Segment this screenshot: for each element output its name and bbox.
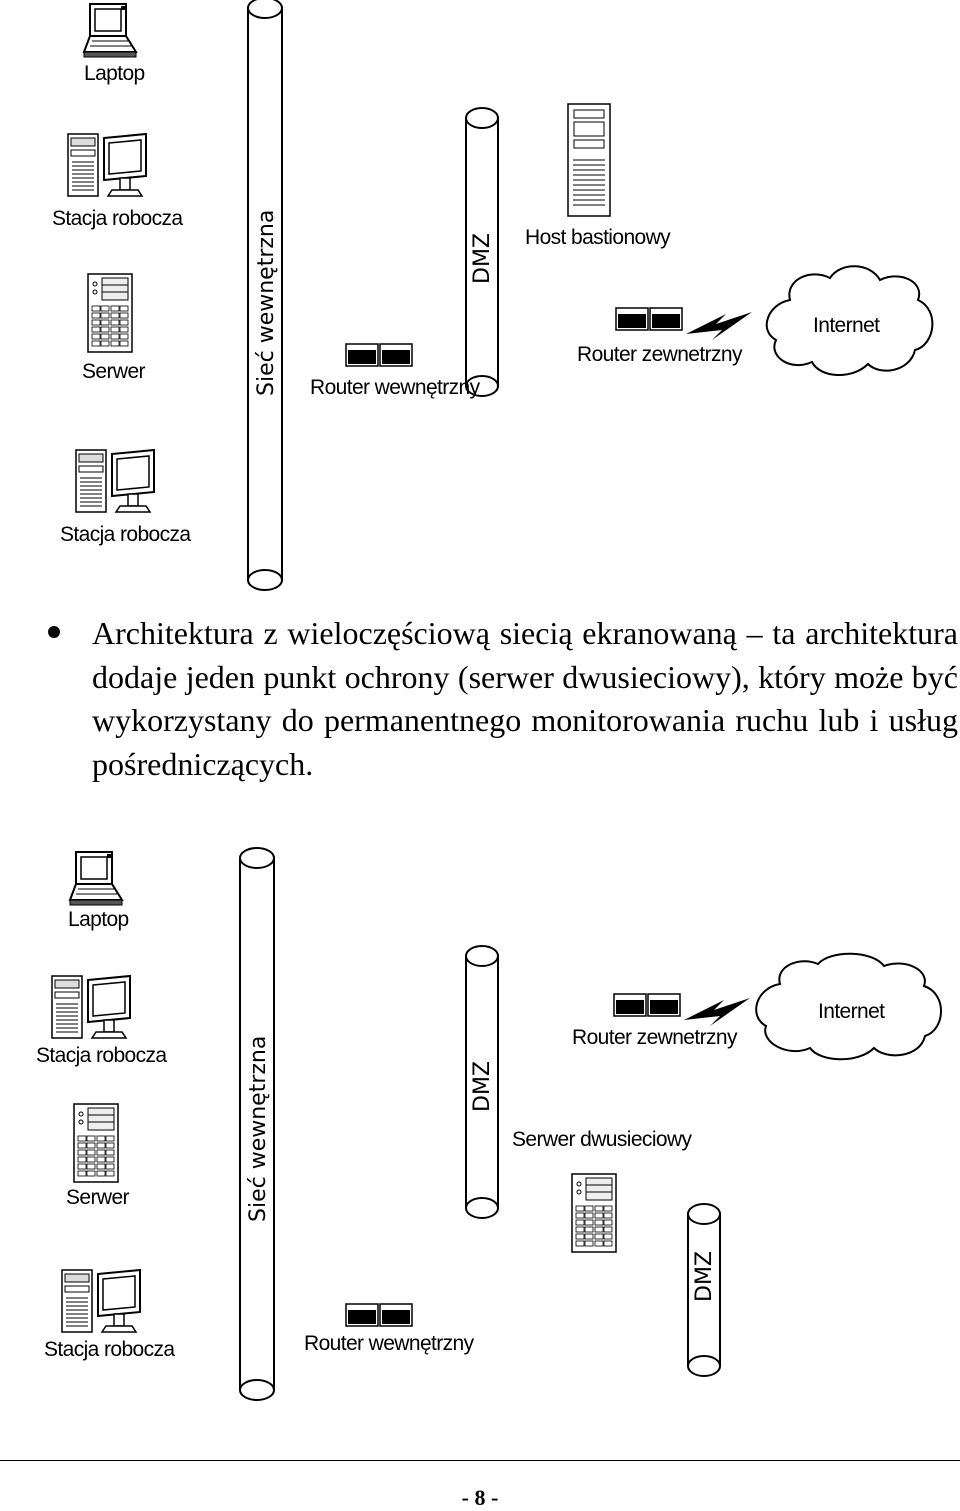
server-label: Serwer: [66, 1186, 130, 1209]
external-router-label: Router zewnetrzny: [572, 1026, 737, 1049]
router-icon: [345, 343, 413, 367]
workstation-label: Stacja robocza: [36, 1044, 167, 1067]
footer-divider: [0, 1460, 960, 1461]
workstation-icon: [75, 449, 155, 513]
router-icon: [613, 993, 681, 1017]
laptop-label: Laptop: [68, 908, 129, 931]
internal-network-label: Sieć wewnętrzna: [254, 209, 279, 396]
bullet-icon: [48, 626, 60, 638]
internal-router-label: Router wewnętrzny: [304, 1332, 474, 1355]
workstation-label: Stacja robocza: [44, 1338, 175, 1361]
lightning-icon: [684, 998, 750, 1026]
workstation-icon: [61, 1269, 141, 1333]
dmz-label: DMZ: [470, 233, 495, 284]
internet-cloud-1: [765, 265, 934, 377]
dual-homed-server-label: Serwer dwusieciowy: [512, 1128, 692, 1151]
server-icon: [87, 273, 133, 353]
bastion-host-label: Host bastionowy: [525, 226, 671, 249]
internet-cloud-2: [755, 952, 942, 1061]
server-label: Serwer: [82, 360, 146, 383]
router-icon: [345, 1303, 413, 1327]
router-icon: [615, 307, 683, 331]
dual-homed-server-icon: [571, 1173, 617, 1253]
dmz-cylinder-3: [687, 1203, 721, 1377]
workstation-label: Stacja robocza: [60, 523, 191, 546]
workstation-icon: [51, 975, 131, 1039]
laptop-label: Laptop: [84, 62, 145, 85]
body-paragraph: Architektura z wieloczęściową siecią ekr…: [92, 615, 958, 782]
internal-network-cylinder-2: [239, 847, 275, 1401]
lightning-icon: [686, 312, 752, 340]
workstation-icon: [67, 133, 147, 197]
workstation-label: Stacja robocza: [52, 207, 183, 230]
laptop-icon: [69, 851, 123, 906]
dmz-cylinder-1: [465, 107, 499, 397]
internet-label: Internet: [813, 314, 880, 337]
external-router-label: Router zewnetrzny: [577, 343, 742, 366]
dmz-label: DMZ: [692, 1251, 717, 1302]
internal-network-cylinder-1: [247, 0, 283, 591]
laptop-icon: [83, 3, 137, 58]
dmz-cylinder-2: [465, 945, 499, 1219]
internal-network-label: Sieć wewnętrzna: [246, 1035, 271, 1222]
server-icon: [73, 1103, 119, 1183]
dmz-label: DMZ: [470, 1061, 495, 1112]
internal-router-label: Router wewnętrzny: [310, 376, 480, 399]
internet-label: Internet: [818, 1000, 885, 1023]
bastion-host-icon: [567, 103, 611, 217]
page-number: - 8 -: [461, 1485, 499, 1510]
